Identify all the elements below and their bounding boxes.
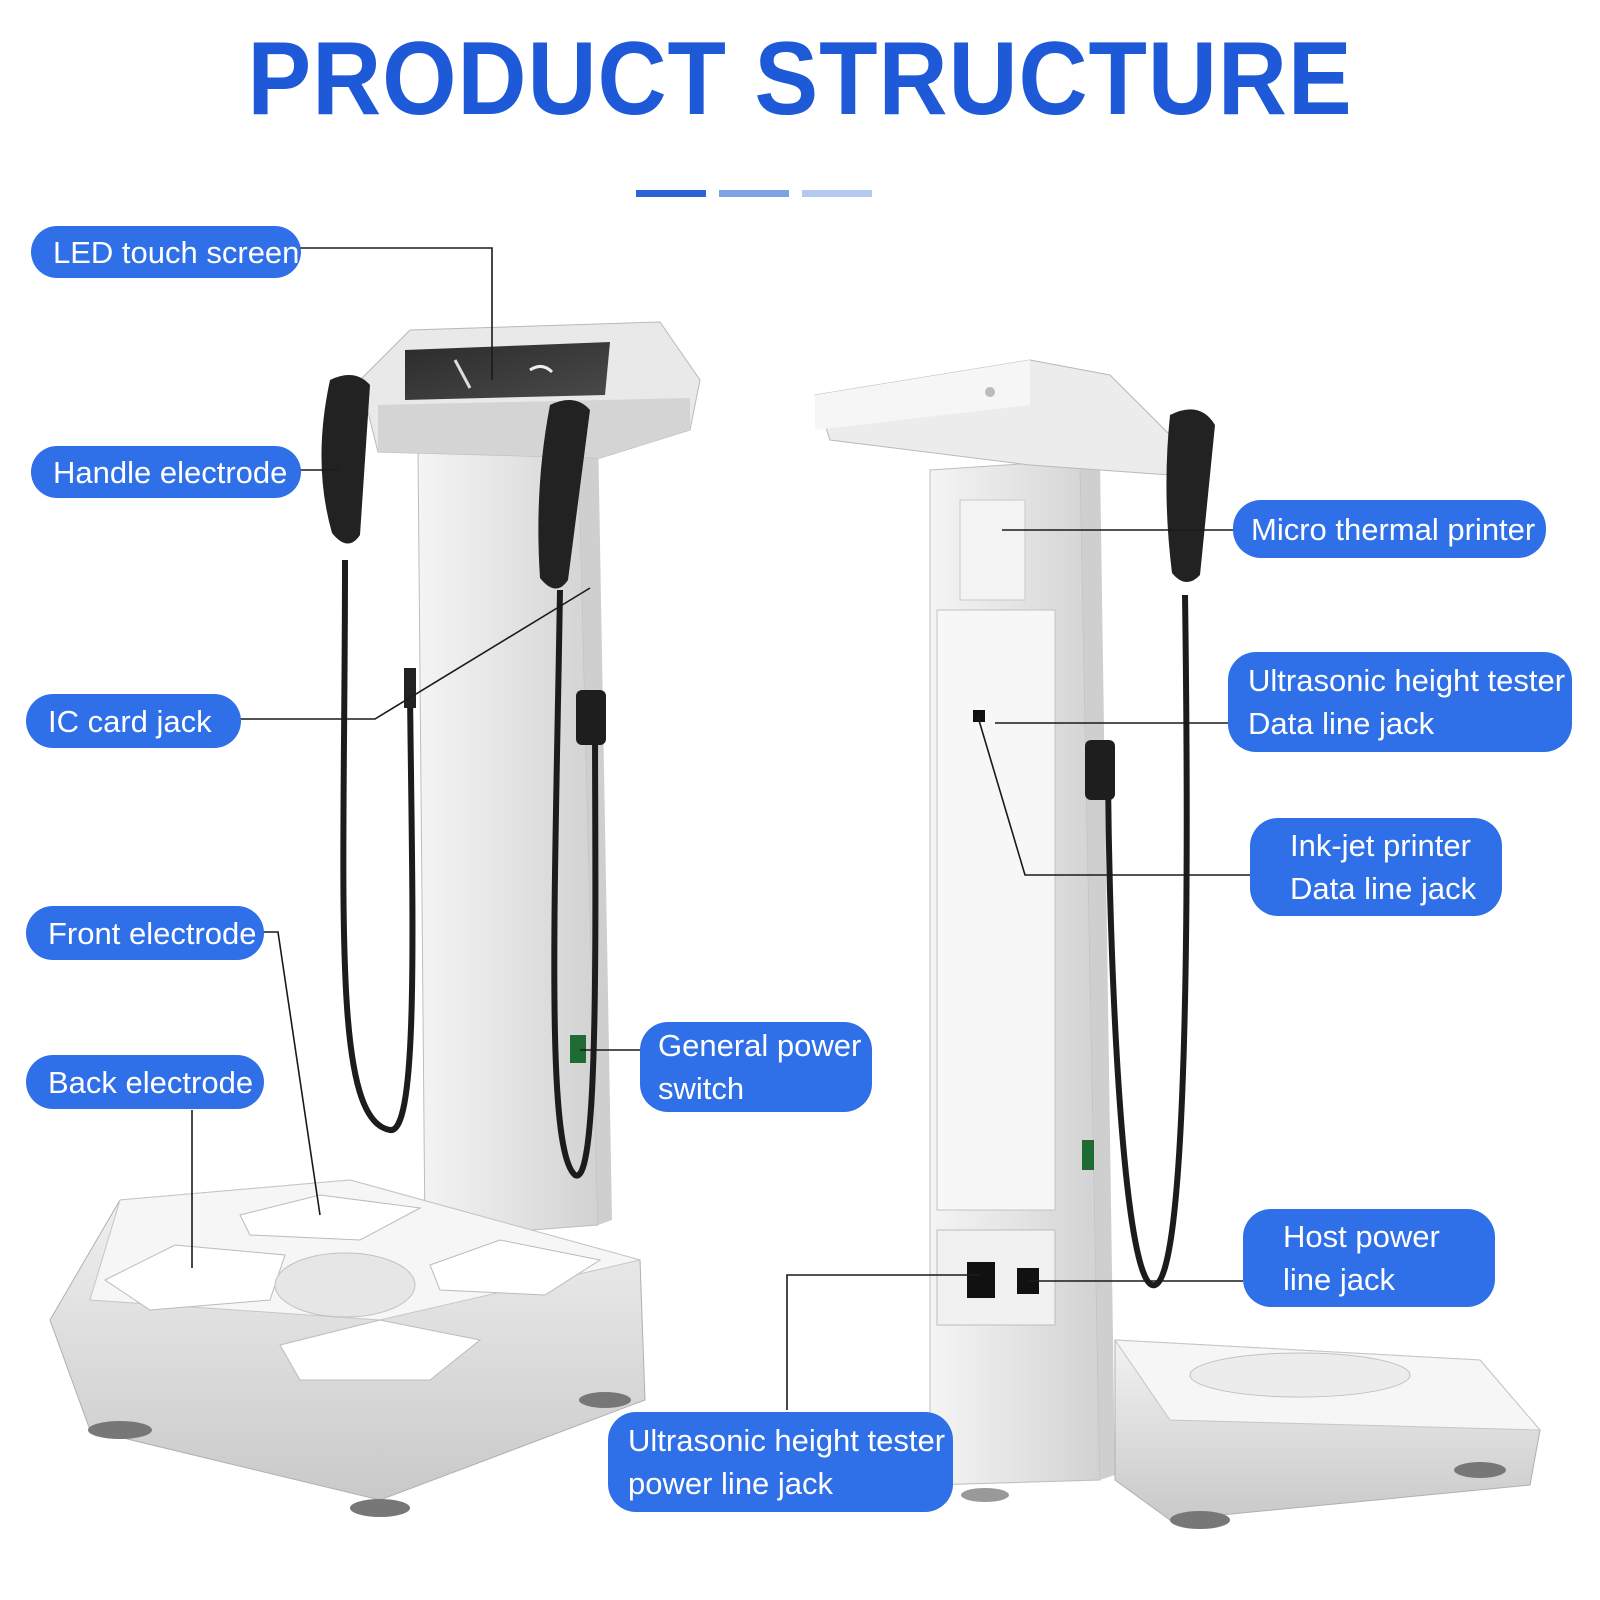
label-back-electrode: Back electrode — [26, 1055, 264, 1109]
label-ultrasonic-data-line2: Data line jack — [1248, 706, 1435, 741]
label-led-touch-screen: LED touch screen — [31, 226, 301, 278]
label-front-electrode-text: Front electrode — [48, 915, 257, 951]
label-ultrasonic-power-line-jack: Ultrasonic height tester power line jack — [608, 1412, 953, 1512]
label-handle-electrode-text: Handle electrode — [53, 454, 288, 490]
label-led-touch-screen-text: LED touch screen — [53, 234, 300, 270]
label-ultrasonic-power-line1: Ultrasonic height tester — [628, 1423, 946, 1458]
label-inkjet-data-line-jack: Ink-jet printer Data line jack — [1250, 818, 1502, 916]
rear-view-machine — [814, 359, 1542, 1529]
front-view-machine — [49, 321, 701, 1517]
label-general-power-switch: General power switch — [640, 1022, 872, 1112]
label-micro-thermal-printer: Micro thermal printer — [1233, 500, 1546, 558]
title-divider-dash-2 — [719, 190, 789, 197]
label-general-power-switch-line2: switch — [658, 1071, 745, 1106]
label-ultrasonic-power-line2: power line jack — [628, 1466, 834, 1501]
label-inkjet-data-line2: Data line jack — [1290, 871, 1477, 906]
leader-lines — [191, 247, 1250, 1410]
label-front-electrode: Front electrode — [26, 906, 264, 960]
label-ultrasonic-data-line-jack: Ultrasonic height tester Data line jack — [1228, 652, 1572, 752]
title-divider-dash-3 — [802, 190, 872, 197]
label-inkjet-data-line1: Ink-jet printer — [1290, 828, 1471, 863]
label-host-power-line-jack: Host power line jack — [1243, 1209, 1495, 1307]
label-ultrasonic-data-line1: Ultrasonic height tester — [1248, 663, 1566, 698]
label-host-power-line2: line jack — [1283, 1262, 1395, 1297]
label-general-power-switch-line1: General power — [658, 1028, 862, 1063]
label-ic-card-jack-text: IC card jack — [48, 703, 212, 739]
page-title: PRODUCT STRUCTURE — [247, 21, 1353, 137]
label-handle-electrode: Handle electrode — [31, 446, 301, 498]
label-micro-thermal-printer-text: Micro thermal printer — [1251, 511, 1536, 547]
label-back-electrode-text: Back electrode — [48, 1064, 254, 1100]
title-divider-dash-1 — [636, 190, 706, 197]
label-ic-card-jack: IC card jack — [26, 694, 241, 748]
led-screen — [405, 342, 610, 400]
label-host-power-line1: Host power — [1283, 1219, 1440, 1254]
